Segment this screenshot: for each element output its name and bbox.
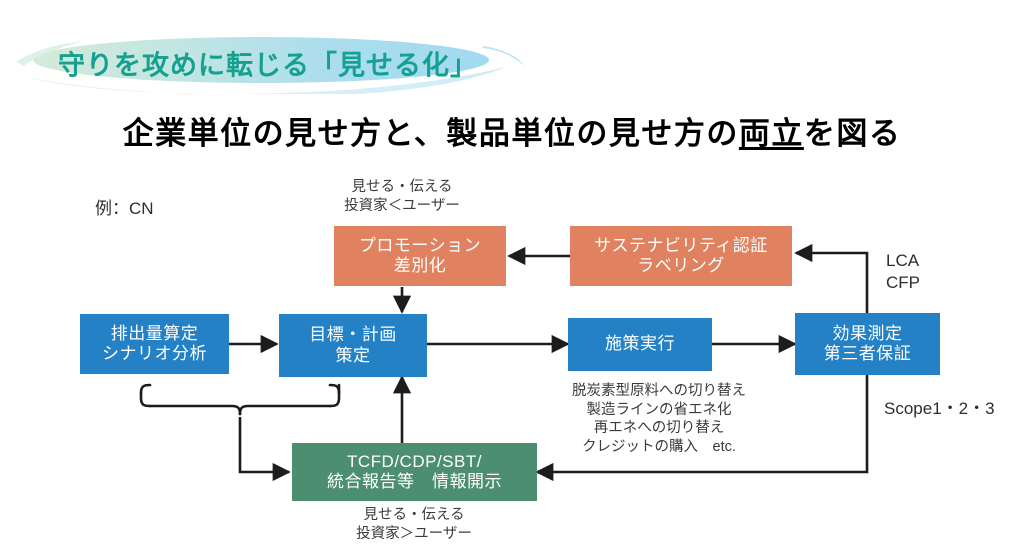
- node-emissions-line1: 排出量算定: [110, 323, 199, 343]
- node-certification-line2: ラベリング: [637, 256, 725, 275]
- measure-line-1: 脱炭素型原料への切り替え: [572, 383, 746, 399]
- page-title-after: を図る: [803, 116, 902, 151]
- node-planning[interactable]: 目標・計画 策定: [279, 314, 427, 377]
- node-execution-line1: 施策実行: [605, 334, 675, 354]
- node-disclosure-line2: 統合報告等 情報開示: [327, 472, 502, 491]
- lca-cfp-label: LCA CFP: [886, 250, 976, 294]
- wire-measurement-to-certification: [794, 243, 869, 313]
- measures-note: 脱炭素型原料への切り替え 製造ラインの省エネ化 再エネへの切り替え クレジットの…: [528, 382, 790, 456]
- measure-line-3: 再エネへの切り替え: [593, 420, 725, 437]
- node-planning-line1: 目標・計画: [309, 325, 397, 345]
- lca-label: LCA: [886, 251, 920, 270]
- cfp-label: CFP: [886, 272, 920, 292]
- top-caption: 見せる・伝える 投資家＜ユーザー: [300, 178, 504, 215]
- header-badge-text: 守りを攻めに転じる「見せる化」: [58, 50, 478, 81]
- node-emissions[interactable]: 排出量算定 シナリオ分析: [80, 314, 229, 374]
- page-title-underlined: 両立: [738, 116, 804, 151]
- node-promotion-line1: プロモーション: [358, 235, 482, 255]
- measure-line-4: クレジットの購入 etc.: [582, 438, 736, 455]
- node-measurement-line1: 効果測定: [832, 323, 903, 343]
- top-caption-line2: 投資家＜ユーザー: [344, 197, 460, 214]
- brush-stroke-icon: [16, 37, 524, 94]
- node-certification[interactable]: サステナビリティ認証 ラベリング: [570, 226, 792, 286]
- bottom-caption-line1: 見せる・伝える: [363, 507, 465, 523]
- top-caption-line1: 見せる・伝える: [351, 179, 453, 195]
- node-disclosure-line1: TCFD/CDP/SBT/: [347, 451, 482, 471]
- node-planning-line2: 策定: [335, 345, 371, 365]
- measure-line-2: 製造ラインの省エネ化: [586, 401, 732, 418]
- node-emissions-line2: シナリオ分析: [102, 344, 207, 363]
- page-title-before: 企業単位の見せ方と、製品単位の見せ方の: [122, 116, 739, 151]
- page-title: 企業単位の見せ方と、製品単位の見せ方の両立を図る: [0, 108, 1024, 153]
- node-disclosure[interactable]: TCFD/CDP/SBT/ 統合報告等 情報開示: [292, 443, 537, 501]
- node-certification-line1: サステナビリティ認証: [594, 235, 768, 255]
- node-promotion-line2: 差別化: [393, 256, 447, 275]
- node-execution[interactable]: 施策実行: [568, 318, 712, 371]
- node-measurement[interactable]: 効果測定 第三者保証: [795, 313, 940, 375]
- wire-brace-to-disclosure: [238, 417, 291, 482]
- bottom-caption-line2: 投資家＞ユーザー: [356, 525, 472, 542]
- header-badge: 守りを攻めに転じる「見せる化」: [14, 32, 526, 94]
- scope-label: Scope1・2・3: [884, 399, 995, 418]
- node-promotion[interactable]: プロモーション 差別化: [334, 226, 506, 286]
- node-measurement-line2: 第三者保証: [823, 344, 912, 363]
- example-label: 例：CN: [95, 199, 154, 218]
- grouping-brace-icon: [139, 383, 341, 416]
- bottom-caption: 見せる・伝える 投資家＞ユーザー: [312, 506, 516, 543]
